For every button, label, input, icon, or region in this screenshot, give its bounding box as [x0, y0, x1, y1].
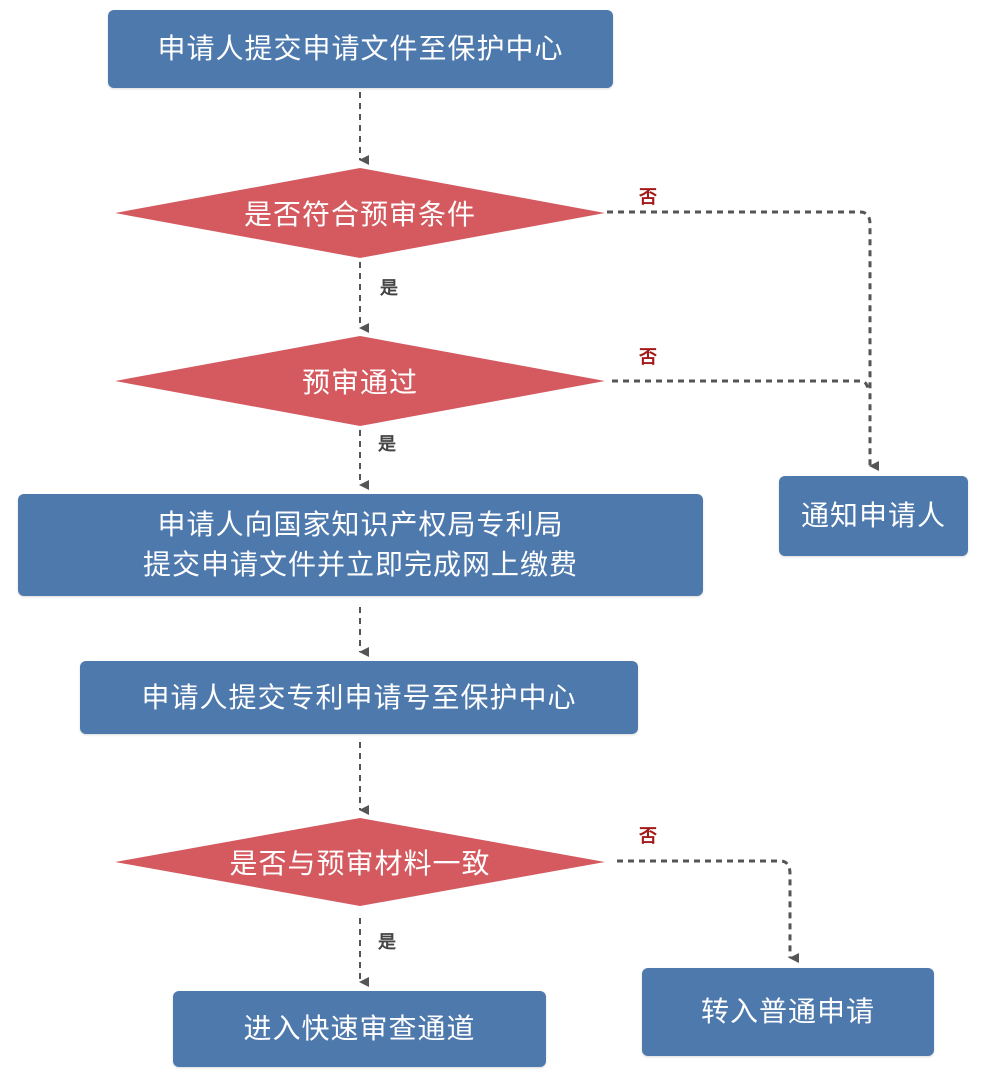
- process-box-submit-to-cnipa: 申请人向国家知识产权局专利局 提交申请文件并立即完成网上缴费: [18, 494, 703, 596]
- process-box-fast-track: 进入快速审查通道: [173, 991, 546, 1067]
- edge-label-no: 否: [639, 347, 657, 368]
- process-box-label: 通知申请人: [800, 499, 946, 532]
- edge-label-no: 否: [639, 187, 657, 208]
- edge-label-yes: 是: [378, 434, 396, 455]
- connector-pre-review-no: [612, 379, 870, 393]
- decision-label-consistent: 是否与预审材料一致: [229, 847, 491, 880]
- decision-diamond-meets-conditions: [115, 168, 605, 258]
- process-box-label: 进入快速审查通道: [243, 1012, 476, 1045]
- process-box-notify-applicant: 通知申请人: [779, 476, 968, 556]
- process-box-label-line-1: 申请人向国家知识产权局专利局: [157, 508, 564, 541]
- process-box-submit-number: 申请人提交专利申请号至保护中心: [80, 661, 638, 734]
- edge-label-no: 否: [639, 826, 657, 847]
- edge-label-yes: 是: [380, 278, 398, 299]
- process-box-label: 申请人提交申请文件至保护中心: [157, 32, 564, 65]
- connector-meets-conditions-no: [607, 210, 879, 471]
- decision-diamond-pre-review-passed: [115, 336, 605, 426]
- process-box-label: 申请人提交专利申请号至保护中心: [141, 680, 577, 714]
- decision-label-pre-review-passed: 预审通过: [301, 366, 419, 399]
- process-box-regular-application: 转入普通申请: [642, 968, 934, 1056]
- process-box-label-line-2: 提交申请文件并立即完成网上缴费: [142, 548, 578, 581]
- decision-diamond-consistent: [115, 818, 605, 906]
- edge-label-yes: 是: [378, 932, 396, 953]
- process-box-label: 转入普通申请: [700, 995, 875, 1028]
- process-box-submit-to-center: 申请人提交申请文件至保护中心: [108, 10, 613, 88]
- connector-consistent-no: [617, 859, 799, 963]
- decision-label-meets-conditions: 是否符合预审条件: [243, 198, 477, 231]
